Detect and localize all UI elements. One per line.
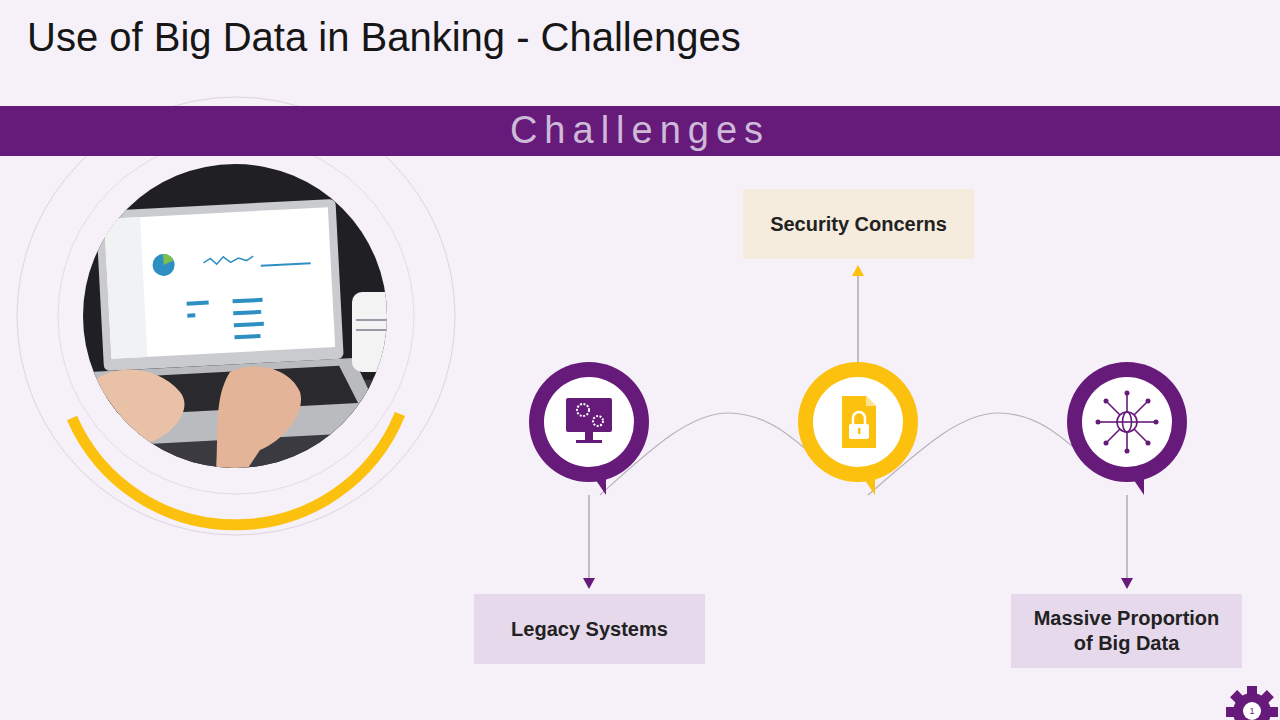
monitor-stand	[585, 432, 593, 440]
mug-stripe	[356, 319, 400, 321]
monitor-foot	[576, 440, 602, 443]
screen-sidebar	[104, 217, 147, 359]
gear-icon	[593, 416, 603, 426]
bar	[187, 301, 209, 306]
pin-security	[798, 362, 918, 495]
monitor-icon	[566, 398, 612, 432]
pin-circle	[529, 362, 649, 482]
arrowhead	[583, 578, 595, 589]
node-text: Security Concerns	[770, 212, 947, 237]
challenge-box: Legacy Systems	[474, 594, 705, 664]
leader-line	[589, 495, 590, 580]
document-icon	[842, 396, 876, 448]
laptop-lid	[96, 199, 344, 371]
pin-inner	[544, 377, 634, 467]
bar	[234, 334, 260, 339]
leader-line	[858, 274, 859, 362]
challenge-box: Security Concerns	[743, 189, 974, 259]
page-number: 1	[1244, 707, 1260, 716]
lock-shackle	[853, 412, 865, 424]
pin-bigdata	[1067, 362, 1187, 495]
right-hand	[215, 366, 301, 480]
gear-icon	[577, 404, 589, 416]
lock-keyhole	[858, 428, 861, 434]
bar	[233, 310, 261, 315]
bar	[233, 298, 263, 304]
leader-line	[1127, 495, 1128, 580]
pin-legacy	[529, 362, 649, 495]
trend-line	[261, 263, 311, 266]
network-dots	[1096, 391, 1159, 454]
node-text: Massive Proportion of Big Data	[1023, 606, 1230, 656]
mug	[352, 292, 412, 372]
challenge-box: Massive Proportion of Big Data	[1011, 594, 1242, 668]
bar	[187, 313, 195, 317]
pin-inner	[1082, 377, 1172, 467]
corner-gear	[1226, 686, 1278, 720]
bar	[234, 322, 264, 328]
arrowhead	[1121, 578, 1133, 589]
pin-inner	[813, 377, 903, 467]
pin-circle	[1067, 362, 1187, 482]
lock-body	[849, 424, 869, 439]
header-band: Challenges	[0, 106, 1280, 156]
laptop-screen	[104, 207, 335, 359]
inner-ring	[58, 138, 414, 494]
pie-slice	[163, 253, 174, 265]
outer-ring	[17, 97, 455, 535]
pie-chart	[152, 253, 175, 276]
slide-title: Use of Big Data in Banking - Challenges	[27, 14, 741, 60]
mug-stripe	[356, 329, 400, 331]
node-text: Legacy Systems	[511, 617, 668, 642]
pin-circle	[798, 362, 918, 482]
node-text: Challenges	[510, 108, 770, 154]
laptop-photo	[56, 160, 412, 480]
line-chart	[203, 255, 253, 265]
left-hand	[80, 370, 184, 460]
network-icon	[1099, 394, 1155, 450]
document-fold	[866, 396, 876, 406]
arrowhead	[852, 265, 864, 276]
